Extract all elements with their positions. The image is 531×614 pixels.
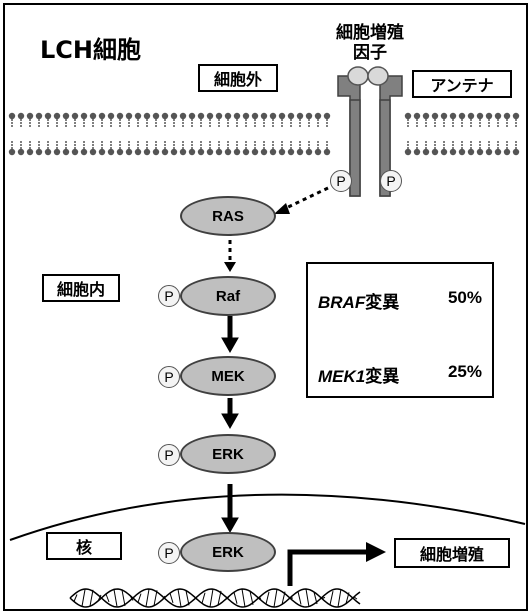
mek-node: MEK [180, 356, 276, 396]
diagram-title: LCH細胞 [40, 36, 141, 64]
cell-membrane [8, 112, 520, 156]
nuclear-envelope [9, 493, 526, 541]
transcription-arrow [287, 549, 368, 586]
growth-factor-label-line2: 因子 [353, 43, 387, 63]
dna-helix [69, 588, 361, 608]
erk-node: ERK [180, 434, 276, 474]
activation-arrowhead-receptor-ras [274, 203, 290, 214]
growth-factor-ligand [347, 66, 389, 86]
cell-proliferation-label: 細胞増殖 [394, 538, 510, 568]
phospho-erk: P [158, 444, 180, 466]
activation-arrowhead-ras-raf [224, 262, 236, 272]
mek1-mutation-label: MEK1変異 [318, 362, 399, 387]
solid-arrows [221, 316, 239, 534]
activation-arrow-receptor-ras [281, 186, 329, 212]
phospho-receptor-left: P [330, 170, 352, 192]
mek1-mutation-percent: 25% [447, 362, 482, 381]
mek1-mutation-suffix: 変異 [365, 367, 400, 387]
extracellular-label: 細胞外 [198, 64, 278, 92]
mutation-frequency-box: BRAF変異 50% MEK1変異 25% [306, 262, 494, 398]
braf-mutation-suffix: 変異 [365, 293, 400, 313]
growth-factor-label-line1: 細胞増殖 [336, 23, 404, 43]
outer-frame [3, 3, 528, 611]
nucleus-label: 核 [46, 532, 122, 560]
intracellular-label: 細胞内 [42, 274, 120, 302]
mek1-gene-name: MEK1 [318, 367, 366, 386]
phospho-raf: P [158, 285, 180, 307]
receptor-label: アンテナ [412, 70, 512, 98]
phospho-receptor-right: P [380, 170, 402, 192]
braf-gene-name: BRAF [318, 293, 366, 312]
raf-node: Raf [180, 276, 276, 316]
transcription-arrowhead [366, 542, 386, 562]
erk-nuclear-node: ERK [180, 532, 276, 572]
phospho-mek: P [158, 366, 180, 388]
phospho-erk-nuclear: P [158, 542, 180, 564]
ras-node: RAS [180, 196, 276, 236]
braf-mutation-label: BRAF変異 [318, 288, 399, 313]
braf-mutation-percent: 50% [447, 288, 482, 307]
